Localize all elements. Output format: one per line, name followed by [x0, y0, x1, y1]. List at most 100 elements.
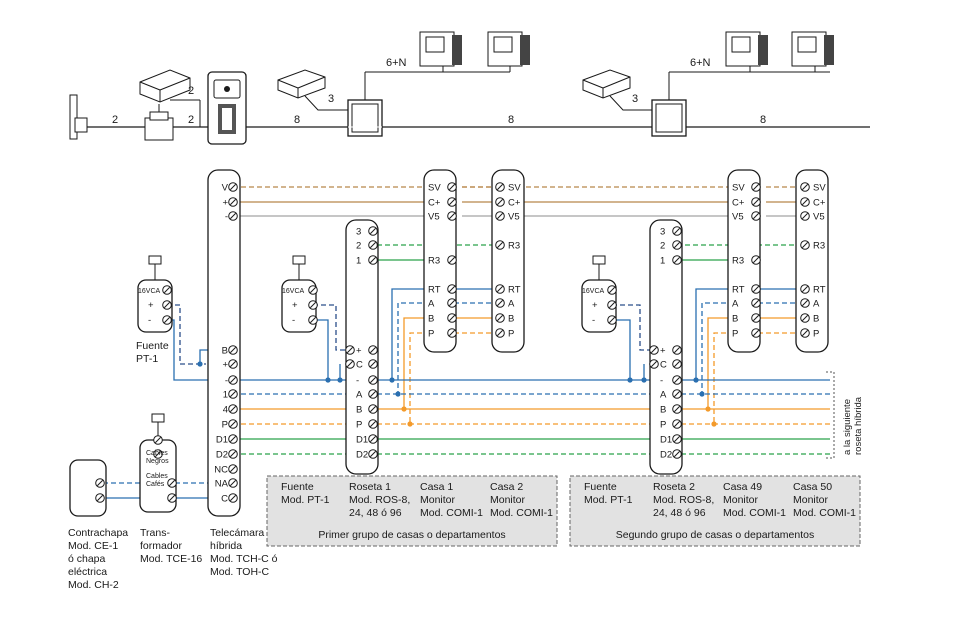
- group2-col-text: Roseta 2: [653, 481, 695, 493]
- transformer-cable-label: Cafés: [146, 481, 165, 488]
- terminal-slot: [449, 257, 455, 263]
- telecamera-module: [207, 169, 241, 517]
- side-note-line-1: a la siguiente: [842, 399, 853, 455]
- terminal-slot: [347, 361, 353, 367]
- terminal-label: D1: [356, 435, 368, 446]
- strike-module: [69, 459, 107, 517]
- group1-col-text: Roseta 1: [349, 481, 391, 493]
- terminal-label: B: [508, 314, 514, 325]
- transformer-cable-label: Cables: [146, 473, 168, 480]
- terminal-slot: [164, 287, 170, 293]
- power-supply-icon: [139, 69, 201, 127]
- terminal-slot: [802, 286, 808, 292]
- group1-col-text: Fuente: [281, 481, 314, 493]
- terminal-slot: [310, 302, 316, 308]
- terminal-slot: [674, 391, 680, 397]
- wire-count-label: 8: [760, 114, 766, 126]
- group1-col-text: Monitor: [490, 494, 526, 506]
- terminal-label: 3: [660, 227, 665, 238]
- terminal-slot: [230, 480, 236, 486]
- terminal-slot: [802, 315, 808, 321]
- terminal-slot: [230, 199, 236, 205]
- terminal-slot: [497, 213, 503, 219]
- terminal-label: C+: [508, 198, 521, 209]
- terminal-slot: [164, 302, 170, 308]
- terminal-slot: [753, 330, 759, 336]
- terminal-slot: [230, 347, 236, 353]
- terminal-label: 2: [356, 241, 361, 252]
- group2-col-text: Mod. COMI-1: [723, 507, 786, 519]
- terminal-label: SV: [813, 183, 826, 194]
- terminal-slot: [230, 184, 236, 190]
- psu-minus-label: -: [148, 315, 151, 326]
- group2-col-text: Casa 50: [793, 481, 832, 493]
- wire-count-label: 2: [188, 85, 194, 97]
- caption-contrachapa: eléctrica: [68, 566, 107, 578]
- terminal-label: -: [225, 212, 228, 223]
- terminal-slot: [370, 228, 376, 234]
- terminal-label: P: [660, 420, 666, 431]
- terminal-slot: [230, 466, 236, 472]
- wire-count-label: 8: [508, 114, 514, 126]
- terminal-label: A: [660, 390, 667, 401]
- terminal-slot: [230, 421, 236, 427]
- terminal-label: RT: [732, 285, 745, 296]
- terminal-slot: [169, 480, 175, 486]
- caption-transformador: formador: [140, 540, 183, 552]
- transformer-cable-label: Cables: [146, 450, 168, 457]
- terminal-label: D1: [660, 435, 672, 446]
- terminal-label: C+: [732, 198, 745, 209]
- terminal-slot: [609, 317, 615, 323]
- terminal-slot: [674, 242, 680, 248]
- terminal-slot: [802, 330, 808, 336]
- group1-col-text: Mod. COMI-1: [420, 507, 483, 519]
- terminal-label: B: [222, 346, 228, 357]
- group-1-box: Fuente Mod. PT-1 Roseta 1 Mod. ROS-8, 24…: [266, 475, 558, 547]
- monitor-icon: [487, 31, 530, 67]
- caption-contrachapa: Contrachapa: [68, 527, 128, 539]
- group1-col-text: Mod. COMI-1: [490, 507, 553, 519]
- terminal-label: C+: [813, 198, 826, 209]
- terminal-slot: [449, 286, 455, 292]
- transformer-cable-label: Negros: [146, 458, 169, 465]
- monitor-icon: [791, 31, 834, 67]
- caption-telecamara: Mod. TCH-C ó: [210, 553, 278, 565]
- terminal-label: C: [221, 494, 228, 505]
- terminal-slot: [370, 436, 376, 442]
- terminal-label: V5: [508, 212, 520, 223]
- caption-contrachapa: Mod. CH-2: [68, 579, 119, 591]
- terminal-slot: [370, 242, 376, 248]
- terminal-slot: [497, 330, 503, 336]
- terminal-slot: [753, 286, 759, 292]
- caption-transformador: Mod. TCE-16: [140, 553, 202, 565]
- terminal-slot: [753, 300, 759, 306]
- terminal-label: NC: [214, 465, 228, 476]
- terminal-label: R3: [813, 241, 825, 252]
- terminal-label: SV: [428, 183, 441, 194]
- terminal-slot: [310, 287, 316, 293]
- terminal-slot: [674, 406, 680, 412]
- terminal-slot: [449, 330, 455, 336]
- terminal-label: +: [222, 198, 228, 209]
- terminal-label: P: [813, 329, 819, 340]
- psu-plus-label: +: [148, 300, 154, 311]
- terminal-label: 1: [660, 256, 665, 267]
- terminal-slot: [155, 437, 161, 443]
- terminal-slot: [674, 421, 680, 427]
- terminal-slot: [802, 242, 808, 248]
- terminal-label: 1: [223, 390, 228, 401]
- terminal-label: +: [660, 346, 666, 357]
- terminal-label: RT: [428, 285, 441, 296]
- monitor-icon: [725, 31, 768, 67]
- group1-col-text: Mod. ROS-8,: [349, 494, 410, 506]
- terminal-slot: [497, 315, 503, 321]
- terminal-slot: [497, 184, 503, 190]
- terminal-label: B: [813, 314, 819, 325]
- terminal-label: -: [356, 376, 359, 387]
- group2-col-text: Mod. ROS-8,: [653, 494, 714, 506]
- terminal-slot: [230, 377, 236, 383]
- terminal-slot: [674, 257, 680, 263]
- terminal-slot: [97, 480, 103, 486]
- psu-voltage-label: 16VCA: [282, 288, 305, 295]
- terminal-slot: [370, 361, 376, 367]
